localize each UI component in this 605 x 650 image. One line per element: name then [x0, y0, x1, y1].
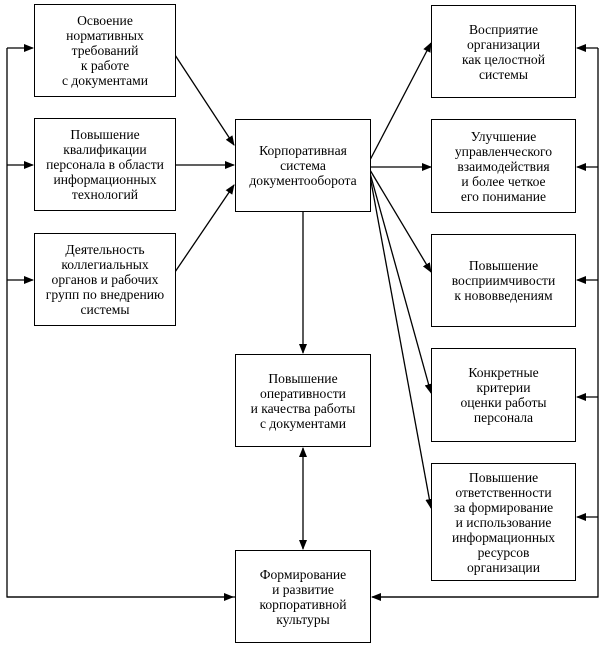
input-box-label: Деятельность коллегиальных органов и раб… — [45, 242, 165, 317]
arrow-center-output1 — [369, 42, 432, 161]
output-box-label: Повышение ответственности за формировани… — [451, 469, 556, 575]
output-box-label: Конкретные критерии оценки работы персон… — [460, 365, 547, 425]
output-box-label: Восприятие организации как целостной сис… — [462, 21, 545, 82]
arrow-center-output4 — [369, 172, 433, 394]
center-box-label: Корпоративная система документооборота — [249, 143, 357, 188]
arrow-center-output5 — [369, 175, 434, 509]
arrow-input3-center — [174, 184, 235, 273]
input-box-label: Освоение нормативных требований к работе… — [61, 13, 149, 88]
output-box-management-interaction: Улучшение управленческого взаимодействия… — [431, 119, 576, 213]
input-box-staff-qualification: Повышение квалификации персонала в облас… — [34, 118, 176, 211]
output-box-responsibility: Повышение ответственности за формировани… — [431, 463, 576, 581]
box-efficiency-quality: Повышение оперативности и качества работ… — [235, 354, 371, 447]
output-box-performance-criteria: Конкретные критерии оценки работы персон… — [431, 348, 576, 442]
efficiency-box-label: Повышение оперативности и качества работ… — [250, 370, 356, 431]
output-box-label: Повышение восприимчивости к нововведения… — [451, 258, 556, 303]
output-box-label: Улучшение управленческого взаимодействия… — [454, 128, 553, 204]
arrow-input1-center — [174, 54, 235, 146]
input-box-regulatory-requirements: Освоение нормативных требований к работе… — [34, 4, 176, 97]
input-box-label: Повышение квалификации персонала в облас… — [46, 127, 164, 202]
arrow-center-output3 — [369, 169, 432, 273]
box-corporate-culture: Формирование и развитие корпоративной ку… — [235, 550, 371, 643]
input-box-collegial-bodies: Деятельность коллегиальных органов и раб… — [34, 233, 176, 326]
center-box-document-management-system: Корпоративная система документооборота — [235, 119, 371, 212]
output-box-innovation-receptivity: Повышение восприимчивости к нововведения… — [431, 234, 576, 327]
culture-box-label: Формирование и развитие корпоративной ку… — [259, 566, 347, 627]
output-box-holistic-perception: Восприятие организации как целостной сис… — [431, 5, 576, 98]
